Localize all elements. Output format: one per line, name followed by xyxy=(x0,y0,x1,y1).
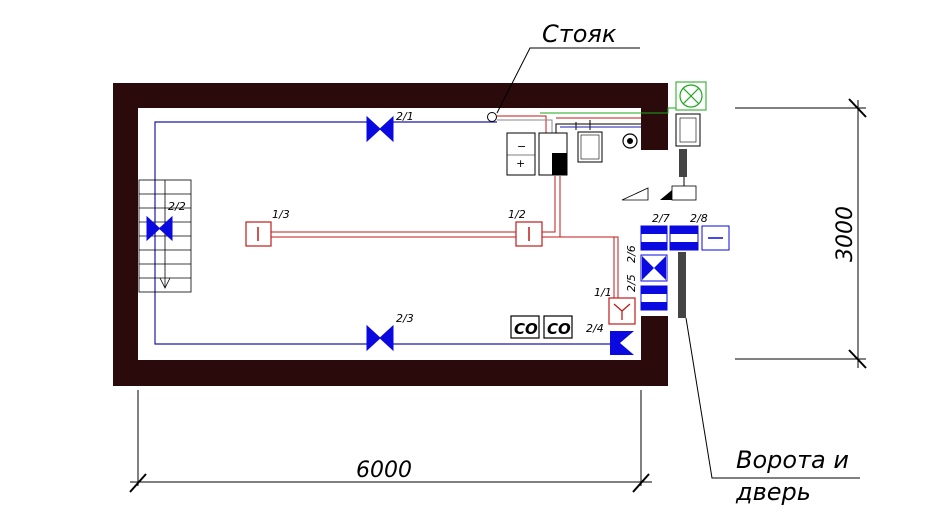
battery-minus: − xyxy=(517,140,526,153)
device-notch xyxy=(620,331,634,355)
width-dimension-label: 6000 xyxy=(356,458,412,483)
valve-2-5 xyxy=(640,254,668,282)
device-stripe xyxy=(641,242,667,250)
device-2-5b xyxy=(640,285,668,311)
co-sensor-box xyxy=(543,315,573,339)
gate-door-callout: Ворота и дверь xyxy=(685,317,860,506)
device-2-7 xyxy=(669,225,699,251)
tick-left xyxy=(129,473,147,493)
staircase xyxy=(138,179,192,293)
riser-label: Стояк xyxy=(542,20,617,48)
device-2-6 xyxy=(640,225,668,251)
co-sensor-1-label: CO xyxy=(514,320,538,338)
label-2-2: 2/2 xyxy=(168,200,186,213)
reader-inner xyxy=(679,117,697,143)
battery-panel xyxy=(506,132,536,176)
co-sensors: CO CO xyxy=(510,315,573,339)
gate-door-label-2: дверь xyxy=(735,478,811,506)
tick-top xyxy=(848,98,867,118)
label-2-4: 2/4 xyxy=(586,322,604,335)
sensor-fill xyxy=(660,190,672,200)
electrical-equipment: − + xyxy=(506,131,638,176)
valve-body xyxy=(366,115,394,143)
co-sensor-box xyxy=(510,315,540,339)
valve-body xyxy=(366,324,394,352)
label-2-3: 2/3 xyxy=(396,312,414,325)
valve-2-1 xyxy=(366,115,394,143)
panel-wiring xyxy=(497,107,678,138)
device-1-1 xyxy=(608,297,636,325)
valve-body xyxy=(146,215,173,242)
valve-body xyxy=(642,256,666,280)
valve-2-3 xyxy=(366,324,394,352)
device-stripe xyxy=(641,302,667,310)
gate-bar xyxy=(678,252,686,318)
stair-direction-arrow xyxy=(159,277,171,289)
device-2-8 xyxy=(701,225,730,251)
label-1-1: 1/1 xyxy=(594,286,612,299)
door-equipment xyxy=(621,81,707,318)
label-2-5: 2/5 xyxy=(625,274,638,292)
gate-door-leader xyxy=(685,317,860,479)
cabinet-inner xyxy=(580,134,600,160)
device-stripe xyxy=(641,226,667,234)
ramp-symbol xyxy=(621,187,649,201)
wire-green xyxy=(540,107,678,114)
riser-symbol xyxy=(487,112,497,122)
door-lock-bar xyxy=(679,149,687,177)
tick-bottom xyxy=(848,349,867,369)
wire-red-top xyxy=(497,115,547,138)
device-2-4 xyxy=(610,331,634,355)
label-2-1: 2/1 xyxy=(396,110,414,123)
light-cross-2 xyxy=(682,87,700,105)
cabinet xyxy=(577,131,603,163)
riser: Стояк xyxy=(487,20,640,122)
device-box xyxy=(515,221,543,247)
co-sensor-2-label: CO xyxy=(547,320,571,338)
red-line-4 xyxy=(559,176,619,298)
device-labels: 2/1 2/2 2/3 2/4 2/5 2/6 2/7 2/8 1/1 1/2 … xyxy=(168,110,708,335)
height-dimension xyxy=(735,98,867,369)
wire-black-2 xyxy=(575,120,591,130)
riser-leader-line xyxy=(496,47,640,114)
wire-gray-top xyxy=(497,119,553,138)
device-1-3 xyxy=(245,221,272,247)
label-1-3: 1/3 xyxy=(272,208,290,221)
device-stripe xyxy=(641,286,667,294)
height-dimension-label: 3000 xyxy=(833,206,858,262)
width-dimension xyxy=(129,390,652,493)
red-circuit xyxy=(271,176,619,298)
battery-plus: + xyxy=(516,157,525,170)
siren-center xyxy=(627,138,633,144)
label-2-7: 2/7 xyxy=(652,212,670,225)
device-stripe xyxy=(670,242,698,250)
device-stripe xyxy=(670,226,698,234)
device-1-2 xyxy=(515,221,543,247)
label-1-2: 1/2 xyxy=(508,208,526,221)
label-2-6: 2/6 xyxy=(625,245,638,263)
tick-right xyxy=(632,473,650,493)
device-mark xyxy=(613,303,631,320)
sensor-box xyxy=(671,185,697,201)
valve-2-2 xyxy=(146,215,173,242)
label-2-8: 2/8 xyxy=(690,212,708,225)
control-panel-fill xyxy=(552,153,567,175)
gate-door-label-1: Ворота и xyxy=(736,446,849,474)
